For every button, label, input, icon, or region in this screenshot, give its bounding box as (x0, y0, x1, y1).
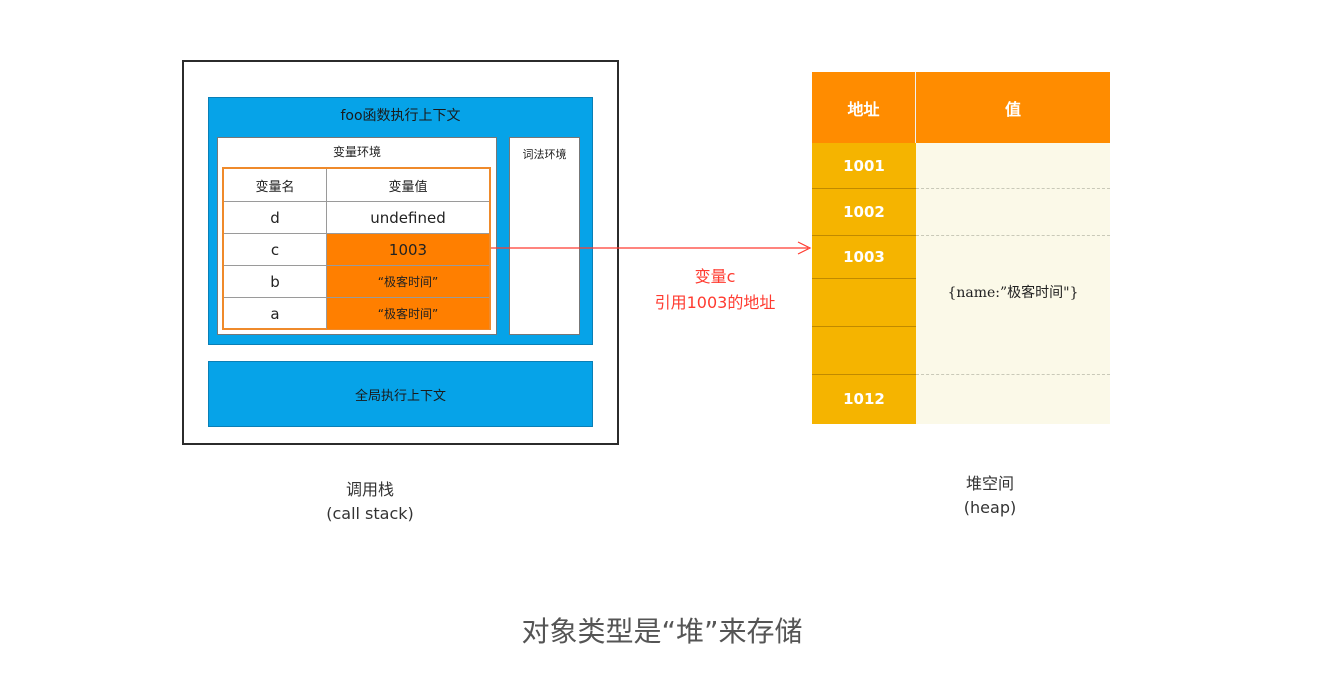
variable-value: undefined (370, 208, 446, 227)
heap-address-empty (812, 278, 916, 326)
call-stack-caption-en: (call stack) (326, 504, 414, 523)
global-context-title: 全局执行上下文 (354, 388, 446, 404)
reference-arrow-head (797, 241, 812, 255)
reference-label-line1: 变量c (694, 267, 736, 286)
variable-name: c (224, 234, 327, 265)
call-stack-caption: 调用栈 (call stack) (250, 478, 490, 526)
reference-arrow-label: 变量c 引用1003的地址 (630, 264, 800, 316)
lexical-environment-title: 词法环境 (522, 148, 567, 161)
heap-address-empty (812, 326, 916, 374)
heap-address-divider (812, 326, 916, 327)
call-stack-caption-cn: 调用栈 (345, 480, 394, 499)
variable-table-header: 变量名 变量值 (224, 169, 489, 201)
heap-caption-cn: 堆空间 (965, 474, 1014, 493)
global-execution-context: 全局执行上下文 (208, 361, 593, 427)
heap-header-address: 地址 (812, 72, 916, 143)
variable-name: b (224, 266, 327, 297)
reference-label-line2: 引用1003的地址 (654, 293, 776, 312)
heap-address-divider (812, 374, 916, 375)
lexical-environment: 词法环境 (509, 137, 580, 335)
variable-value: “极客时间” (327, 298, 489, 329)
variable-row-d: d undefined (224, 201, 489, 233)
variable-name: d (224, 202, 327, 233)
heap-address-1001: 1001 (843, 156, 885, 175)
heap-object-value: {name:”极客时间"} (947, 285, 1079, 301)
heap-address-1003: 1003 (843, 247, 885, 266)
variable-row-c: c 1003 (224, 233, 489, 265)
variable-environment-title: 变量环境 (332, 145, 381, 159)
variable-table: 变量名 变量值 d undefined c 1003 b “极客时间” a “极… (222, 167, 491, 330)
heap-address-column: 1001 1002 1003 1012 (812, 143, 916, 424)
heap-address-1012: 1012 (843, 390, 885, 408)
heap-address-1002: 1002 (843, 202, 885, 221)
variable-row-b: b “极客时间” (224, 265, 489, 297)
heap-caption-en: (heap) (963, 498, 1017, 517)
figure-caption: 对象类型是“堆”来存储 (521, 615, 803, 648)
heap-value-divider (916, 235, 1110, 236)
heap-caption: 堆空间 (heap) (880, 472, 1100, 520)
heap-header-value: 值 (1004, 99, 1021, 119)
variable-value-reference: 1003 (327, 234, 489, 265)
foo-context-title: foo函数执行上下文 (340, 108, 461, 124)
header-variable-name: 变量名 (224, 169, 327, 201)
heap-value-divider (916, 188, 1110, 189)
heap-address-divider (812, 235, 916, 236)
heap-address-divider (812, 278, 916, 279)
heap-header: 地址 值 (812, 72, 1110, 143)
variable-row-a: a “极客时间” (224, 297, 489, 329)
header-variable-value: 变量值 (388, 179, 428, 195)
heap-value-divider (916, 374, 1110, 375)
heap-table: 地址 值 1001 1002 1003 1012 {name:”极客时间"} (812, 72, 1110, 424)
variable-value: “极客时间” (327, 266, 489, 297)
heap-address-divider (812, 188, 916, 189)
variable-name: a (224, 298, 327, 329)
heap-value-column (916, 143, 1110, 424)
